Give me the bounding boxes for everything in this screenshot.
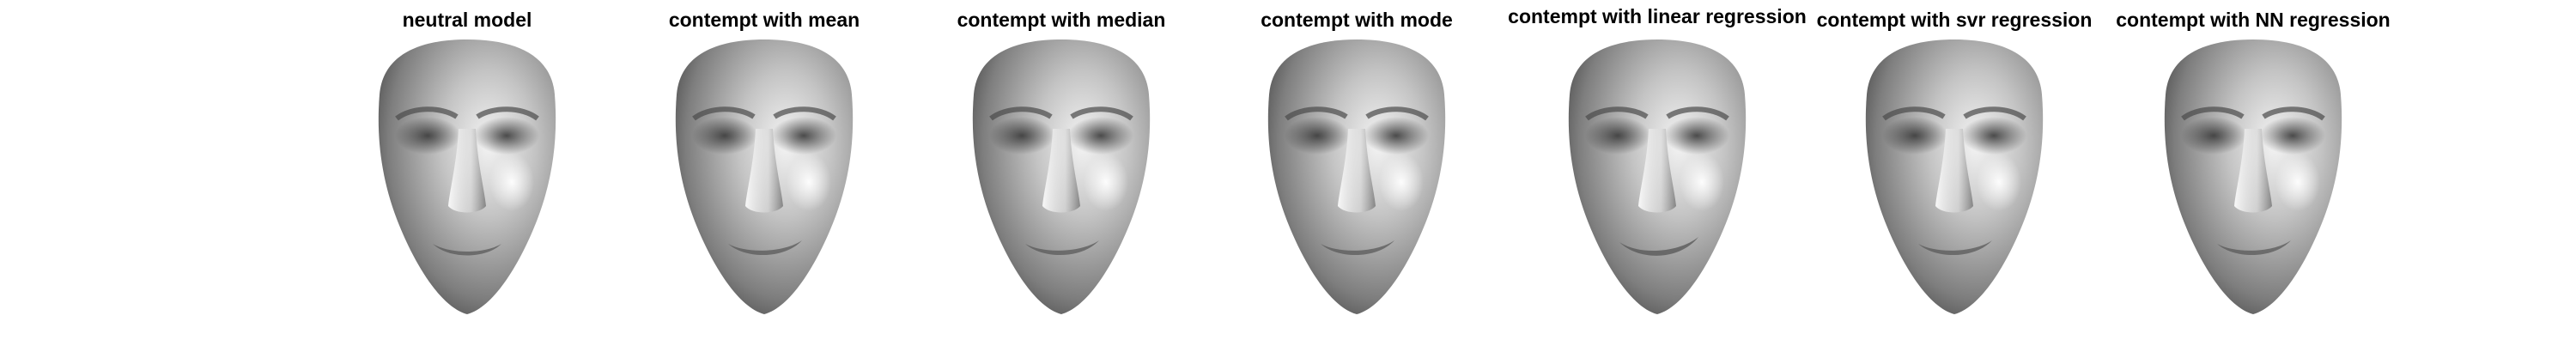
face-render: [378, 39, 556, 314]
cheek-highlight: [1977, 153, 2021, 211]
cheek-highlight: [2275, 153, 2320, 211]
face-render: [972, 39, 1151, 314]
left-eye-socket: [692, 117, 757, 155]
panel-neutral-model: neutral model: [318, 0, 617, 358]
right-eyebrow: [476, 106, 539, 121]
panel-title: contempt with mode: [1261, 9, 1453, 31]
left-eyebrow: [1882, 106, 1946, 121]
panel-title: neutral model: [402, 9, 532, 31]
face-render: [675, 39, 854, 314]
panel-contempt-with-mode: contempt with mode: [1207, 0, 1506, 358]
right-eye-socket: [1664, 117, 1729, 155]
right-eye-socket: [1961, 117, 2026, 155]
left-eye-socket: [989, 117, 1054, 155]
panel-title: contempt with median: [957, 9, 1166, 31]
left-eyebrow: [989, 106, 1053, 121]
right-eye-socket: [1068, 117, 1133, 155]
right-eyebrow: [1666, 106, 1729, 121]
mouth: [1025, 240, 1099, 256]
face-render: [1267, 39, 1446, 314]
nose: [1338, 129, 1376, 213]
panel-contempt-with-mean: contempt with mean: [615, 0, 914, 358]
panel-contempt-with-median: contempt with median: [912, 0, 1211, 358]
right-eye-socket: [2260, 117, 2325, 155]
cheek-highlight: [489, 153, 534, 211]
left-eyebrow: [1585, 106, 1649, 121]
left-eyebrow: [1285, 106, 1348, 121]
nose: [448, 129, 486, 213]
left-eye-socket: [2181, 117, 2246, 155]
face-render: [1865, 39, 2044, 314]
panel-contempt-with-nn-regression: contempt with NN regression: [2104, 0, 2403, 358]
cheek-highlight: [1084, 153, 1128, 211]
right-eyebrow: [1963, 106, 2026, 121]
left-eyebrow: [2181, 106, 2245, 121]
right-eyebrow: [2262, 106, 2325, 121]
panel-title: contempt with linear regression: [1508, 5, 1807, 27]
nose: [1935, 129, 1973, 213]
mouth: [2217, 240, 2291, 256]
panel-title: contempt with NN regression: [2116, 9, 2391, 31]
left-eye-socket: [395, 117, 460, 155]
mouth: [1321, 240, 1394, 256]
mouth: [433, 244, 501, 256]
nose: [745, 129, 783, 213]
nose: [1638, 129, 1676, 213]
mouth: [728, 240, 802, 256]
cheek-highlight: [1680, 153, 1724, 211]
face-render: [2164, 39, 2342, 314]
nose: [1042, 129, 1080, 213]
panel-contempt-with-linear-regression: contempt with linear regression: [1508, 0, 1807, 358]
mouth: [1918, 240, 1992, 256]
right-eye-socket: [474, 117, 539, 155]
right-eye-socket: [771, 117, 836, 155]
cheek-highlight: [1379, 153, 1424, 211]
panel-title: contempt with svr regression: [1816, 9, 2093, 31]
right-eyebrow: [1365, 106, 1429, 121]
right-eyebrow: [773, 106, 836, 121]
right-eye-socket: [1364, 117, 1429, 155]
nose: [2234, 129, 2272, 213]
left-eye-socket: [1285, 117, 1350, 155]
panel-title: contempt with mean: [668, 9, 860, 31]
left-eye-socket: [1585, 117, 1650, 155]
left-eyebrow: [692, 106, 756, 121]
cheek-highlight: [787, 153, 831, 211]
left-eyebrow: [395, 106, 459, 121]
face-render: [1568, 39, 1747, 314]
left-eye-socket: [1882, 117, 1947, 155]
right-eyebrow: [1070, 106, 1133, 121]
panel-contempt-with-svr-regression: contempt with svr regression: [1805, 0, 2104, 358]
mouth: [1619, 237, 1698, 256]
